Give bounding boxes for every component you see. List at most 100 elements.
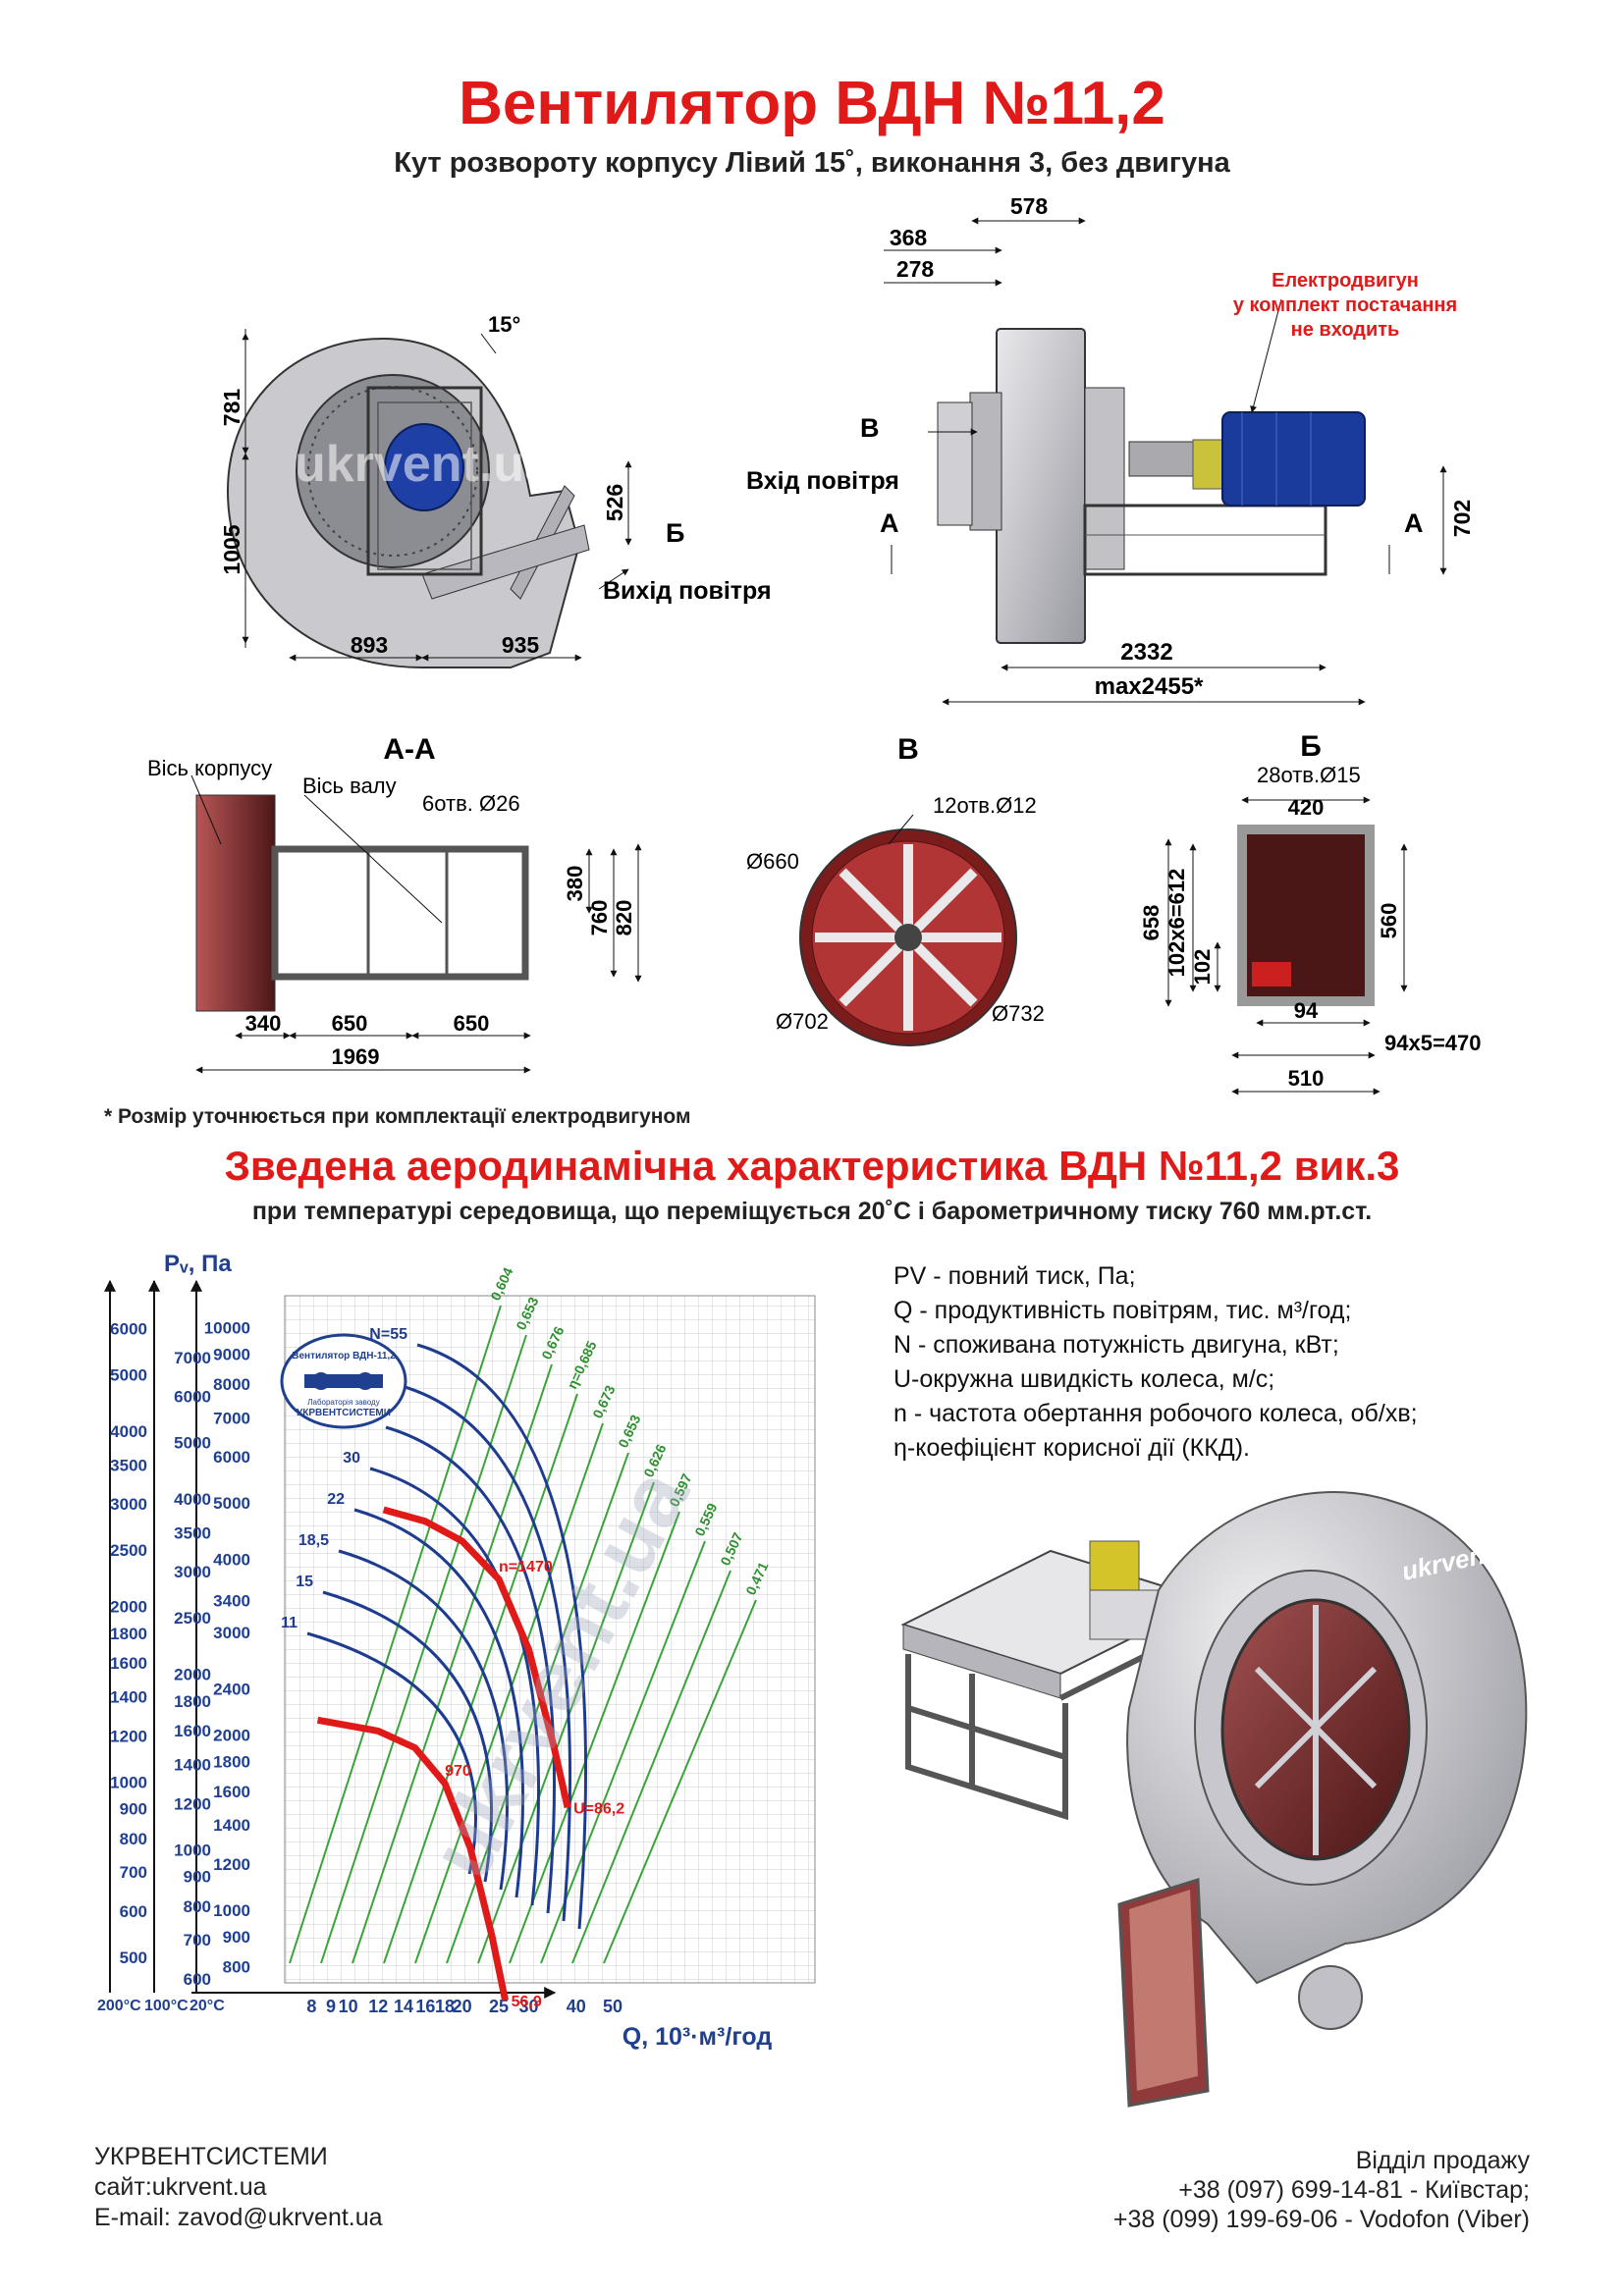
- y-tick-label: 1400: [110, 1688, 147, 1707]
- y-tick-label: 1200: [110, 1727, 147, 1745]
- y-tick-label: 1200: [174, 1794, 211, 1813]
- y-tick-label: 1400: [213, 1816, 250, 1835]
- y-tick-label: 1800: [213, 1752, 250, 1771]
- x-tick-label: 20: [453, 1997, 472, 2016]
- y-tick-label: 1600: [110, 1654, 147, 1673]
- y-ticks-200c: 6000500040003500300025002000180016001400…: [110, 1320, 147, 1967]
- dim-1005: 1005: [219, 524, 244, 574]
- front-view: 578 368 278 702 2332 max2455* Електродви…: [746, 193, 1475, 706]
- b-dim-560: 560: [1377, 903, 1401, 939]
- pedestal-frame: [366, 386, 483, 576]
- y-tick-label: 700: [184, 1931, 211, 1949]
- dim-702: 702: [1449, 500, 1475, 537]
- motor: [1221, 411, 1366, 507]
- section-b-title-text: Б: [1300, 730, 1322, 763]
- footer-company: УКРВЕНТСИСТЕМИ сайт:ukrvent.ua E-mail: z…: [94, 2142, 383, 2233]
- y-tick-label: 800: [184, 1897, 211, 1916]
- y-tick-label: 3000: [174, 1563, 211, 1581]
- x-tick-label: 40: [567, 1997, 586, 2016]
- y-tick-label: 1000: [174, 1841, 211, 1859]
- air-in-label: Вхід повітря: [746, 467, 899, 495]
- v-label-702: Ø702: [776, 1009, 829, 1034]
- power-curve-label: 11: [281, 1615, 298, 1631]
- x-tick-label: 12: [368, 1997, 388, 2016]
- aa-dim-380: 380: [563, 866, 587, 902]
- aa-dim-760: 760: [587, 900, 612, 936]
- speed-curve-label: n=1470: [499, 1559, 553, 1575]
- legend-n: N - споживана потужність двигуна, кВт;: [893, 1331, 1339, 1359]
- b-dim-102: 102: [1190, 949, 1215, 986]
- power-curve: [338, 1549, 509, 1891]
- power-curve: [401, 1384, 572, 1922]
- power-curve: [353, 1508, 525, 1898]
- badge-bottom: УКРВЕНТСИСТЕМИ: [297, 1408, 391, 1418]
- aa-dim-650a: 650: [332, 1011, 368, 1036]
- x-tick-label: 18: [435, 1997, 455, 2016]
- b-dim-510: 510: [1288, 1066, 1325, 1091]
- sales-title: Відділ продажу: [1355, 2147, 1530, 2174]
- mark-b-in: B: [860, 413, 880, 443]
- aa-dim-340: 340: [245, 1011, 282, 1036]
- y-tick-label: 1000: [213, 1901, 250, 1920]
- b-dim-612: 102x6=612: [1164, 869, 1189, 978]
- aero-title: Зведена аеродинамічна характеристика ВДН…: [224, 1143, 1400, 1189]
- section-aa: А-А Вісь корпусу Вісь валу 6отв. Ø26 380…: [147, 733, 642, 1074]
- aa-label-holes: 6отв. Ø26: [422, 791, 520, 816]
- y-ticks-20c: 1000090008000700060005000400034003000240…: [204, 1319, 250, 1977]
- y-tick-label: 1400: [174, 1756, 211, 1775]
- mark-a-left: A: [880, 508, 899, 538]
- efficiency-line: [320, 1334, 527, 1964]
- dim-368: 368: [890, 225, 928, 250]
- b-dim-658: 658: [1139, 905, 1164, 941]
- b-dim-470: 94x5=470: [1384, 1031, 1482, 1055]
- base-frame: [1083, 504, 1327, 576]
- y-tick-label: 2400: [213, 1680, 250, 1698]
- y-tick-label: 900: [120, 1799, 147, 1818]
- company-email[interactable]: E-mail: zavod@ukrvent.ua: [94, 2204, 383, 2231]
- sales-phone-vodafone[interactable]: +38 (099) 199-69-06 - Vodofon (Viber): [1112, 2206, 1530, 2233]
- page-title: Вентилятор ВДН №11,2: [459, 70, 1165, 137]
- efficiency-line: [383, 1393, 578, 1964]
- y-tick-label: 700: [120, 1863, 147, 1882]
- y-tick-label: 4000: [213, 1551, 250, 1570]
- speed-end-label: U=86,2: [573, 1800, 624, 1817]
- air-out-label: Вихід повітря: [603, 577, 772, 605]
- y-tick-label: 1200: [213, 1855, 250, 1874]
- y-tick-label: 9000: [213, 1346, 250, 1364]
- aa-frame: [271, 845, 529, 981]
- dim-278: 278: [896, 256, 935, 282]
- b-label-holes: 28отв.Ø15: [1257, 763, 1361, 787]
- efficiency-line: [603, 1599, 757, 1964]
- legend-rpm: n - частота обертання робочого колеса, о…: [893, 1400, 1418, 1427]
- y-tick-label: 900: [184, 1867, 211, 1886]
- dim-578: 578: [1010, 193, 1049, 219]
- drawings: 15° 781 1005 526 893 935 Вихід повітря Б…: [147, 193, 1482, 1095]
- speed-end-label: 56,9: [512, 1994, 542, 2010]
- y-tick-label: 6000: [110, 1320, 147, 1339]
- footnote: * Розмір уточнюється при комплектації ел…: [104, 1105, 691, 1128]
- y-tick-label: 1800: [110, 1625, 147, 1643]
- section-b: B Б 28отв.Ø15 420 658 102x6=612 102 560 …: [1139, 730, 1482, 1095]
- badge-top: Вентилятор ВДН-11,2: [292, 1351, 396, 1362]
- y-tick-label: 5000: [213, 1494, 250, 1513]
- speed-curve-label: 970: [445, 1763, 471, 1780]
- y-tick-label: 8000: [213, 1375, 250, 1394]
- y-tick-label: 6000: [213, 1448, 250, 1467]
- company-site[interactable]: сайт:ukrvent.ua: [94, 2173, 267, 2201]
- legend: PV - повний тиск, Па; Q - продуктивність…: [893, 1259, 1418, 1466]
- motor-note-line1: Електродвигун: [1272, 270, 1419, 292]
- motor-note-line2: у комплект постачання: [1233, 294, 1457, 316]
- lab-badge: Вентилятор ВДН-11,2 Лабораторія заводу У…: [280, 1333, 407, 1429]
- temp-label-200: 200°C: [97, 1998, 141, 2014]
- impeller-housing: [996, 328, 1086, 644]
- dim-781: 781: [219, 389, 244, 427]
- aa-dim-1969: 1969: [332, 1044, 380, 1069]
- power-curve-label: 22: [327, 1491, 345, 1508]
- speed-curve: [382, 1506, 571, 1809]
- y-tick-label: 3000: [213, 1624, 250, 1642]
- y-tick-label: 600: [184, 1970, 211, 1989]
- aa-dim-820: 820: [612, 900, 636, 936]
- v-label-732: Ø732: [992, 1001, 1045, 1026]
- sales-phone-kyivstar[interactable]: +38 (097) 699-14-81 - Київстар;: [1178, 2176, 1530, 2204]
- y-tick-label: 2000: [110, 1598, 147, 1617]
